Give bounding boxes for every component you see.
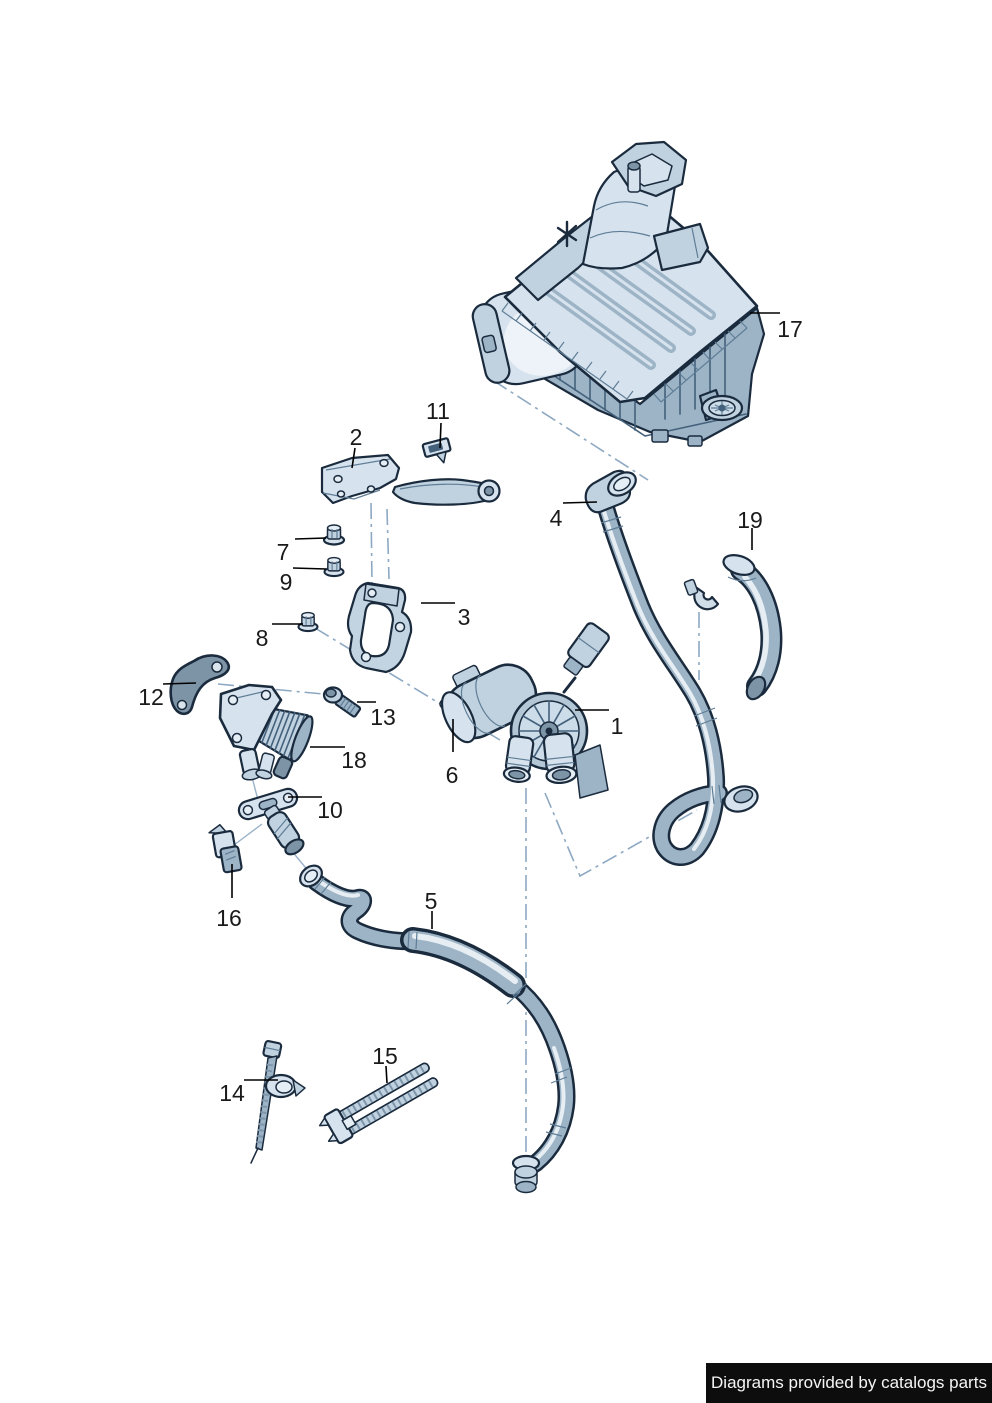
callout-label-9: 9 bbox=[280, 569, 293, 595]
callout-label-7: 7 bbox=[277, 539, 290, 565]
callout-label-15: 15 bbox=[372, 1043, 398, 1069]
callout-leader-15 bbox=[385, 1065, 388, 1084]
retainer-clip-11 bbox=[421, 437, 452, 464]
air-cleaner-assembly bbox=[471, 140, 766, 447]
callout-leader-9 bbox=[292, 567, 327, 570]
callout-label-1: 1 bbox=[611, 713, 624, 739]
callout-leader-7 bbox=[294, 537, 327, 540]
hose-4 bbox=[584, 469, 759, 866]
nut-8 bbox=[297, 611, 319, 633]
combi-valve bbox=[218, 683, 314, 781]
hose-clamp-icon bbox=[683, 578, 720, 611]
callout-label-16: 16 bbox=[216, 905, 242, 931]
callout-label-5: 5 bbox=[425, 888, 438, 914]
support-bracket-12 bbox=[169, 654, 231, 716]
hose-5 bbox=[299, 864, 576, 1194]
mounting-bracket bbox=[320, 453, 501, 506]
callout-label-11: 11 bbox=[426, 398, 450, 424]
hose-5-end-connector bbox=[511, 1154, 541, 1194]
hose-4-socket bbox=[723, 785, 759, 813]
callout-leader-12 bbox=[162, 682, 197, 685]
callout-label-12: 12 bbox=[138, 684, 164, 710]
callout-leader-2 bbox=[351, 447, 356, 469]
nut-9 bbox=[323, 556, 345, 578]
hose-19 bbox=[683, 554, 783, 701]
air-pump bbox=[440, 622, 610, 799]
pump-outlet-left bbox=[502, 735, 535, 783]
callout-label-13: 13 bbox=[370, 704, 396, 730]
callout-label-18: 18 bbox=[341, 747, 367, 773]
cable-tie-14 bbox=[250, 1039, 306, 1164]
strap-15 bbox=[318, 1062, 439, 1145]
bolt-13 bbox=[322, 686, 362, 718]
watermark-text: Diagrams provided by catalogs parts bbox=[711, 1373, 987, 1392]
callout-label-2: 2 bbox=[350, 424, 363, 450]
gasket-plate bbox=[346, 581, 413, 674]
watermark-banner: Diagrams provided by catalogs parts bbox=[706, 1363, 992, 1403]
callout-label-4: 4 bbox=[550, 505, 563, 531]
nut-7 bbox=[322, 523, 346, 546]
pipe-bracket-10 bbox=[237, 787, 305, 856]
callout-label-6: 6 bbox=[446, 762, 459, 788]
callout-label-8: 8 bbox=[256, 625, 269, 651]
clip-16 bbox=[208, 823, 243, 874]
callout-leader-11 bbox=[439, 422, 442, 449]
callout-label-14: 14 bbox=[219, 1080, 245, 1106]
callout-label-19: 19 bbox=[737, 507, 763, 533]
pump-connector bbox=[563, 622, 610, 676]
callout-label-3: 3 bbox=[458, 604, 471, 630]
brand-logo-icon bbox=[556, 220, 578, 248]
callout-label-10: 10 bbox=[317, 797, 343, 823]
pump-outlet-right bbox=[542, 732, 578, 785]
callout-label-17: 17 bbox=[777, 316, 803, 342]
callout-leader-4 bbox=[562, 501, 598, 504]
